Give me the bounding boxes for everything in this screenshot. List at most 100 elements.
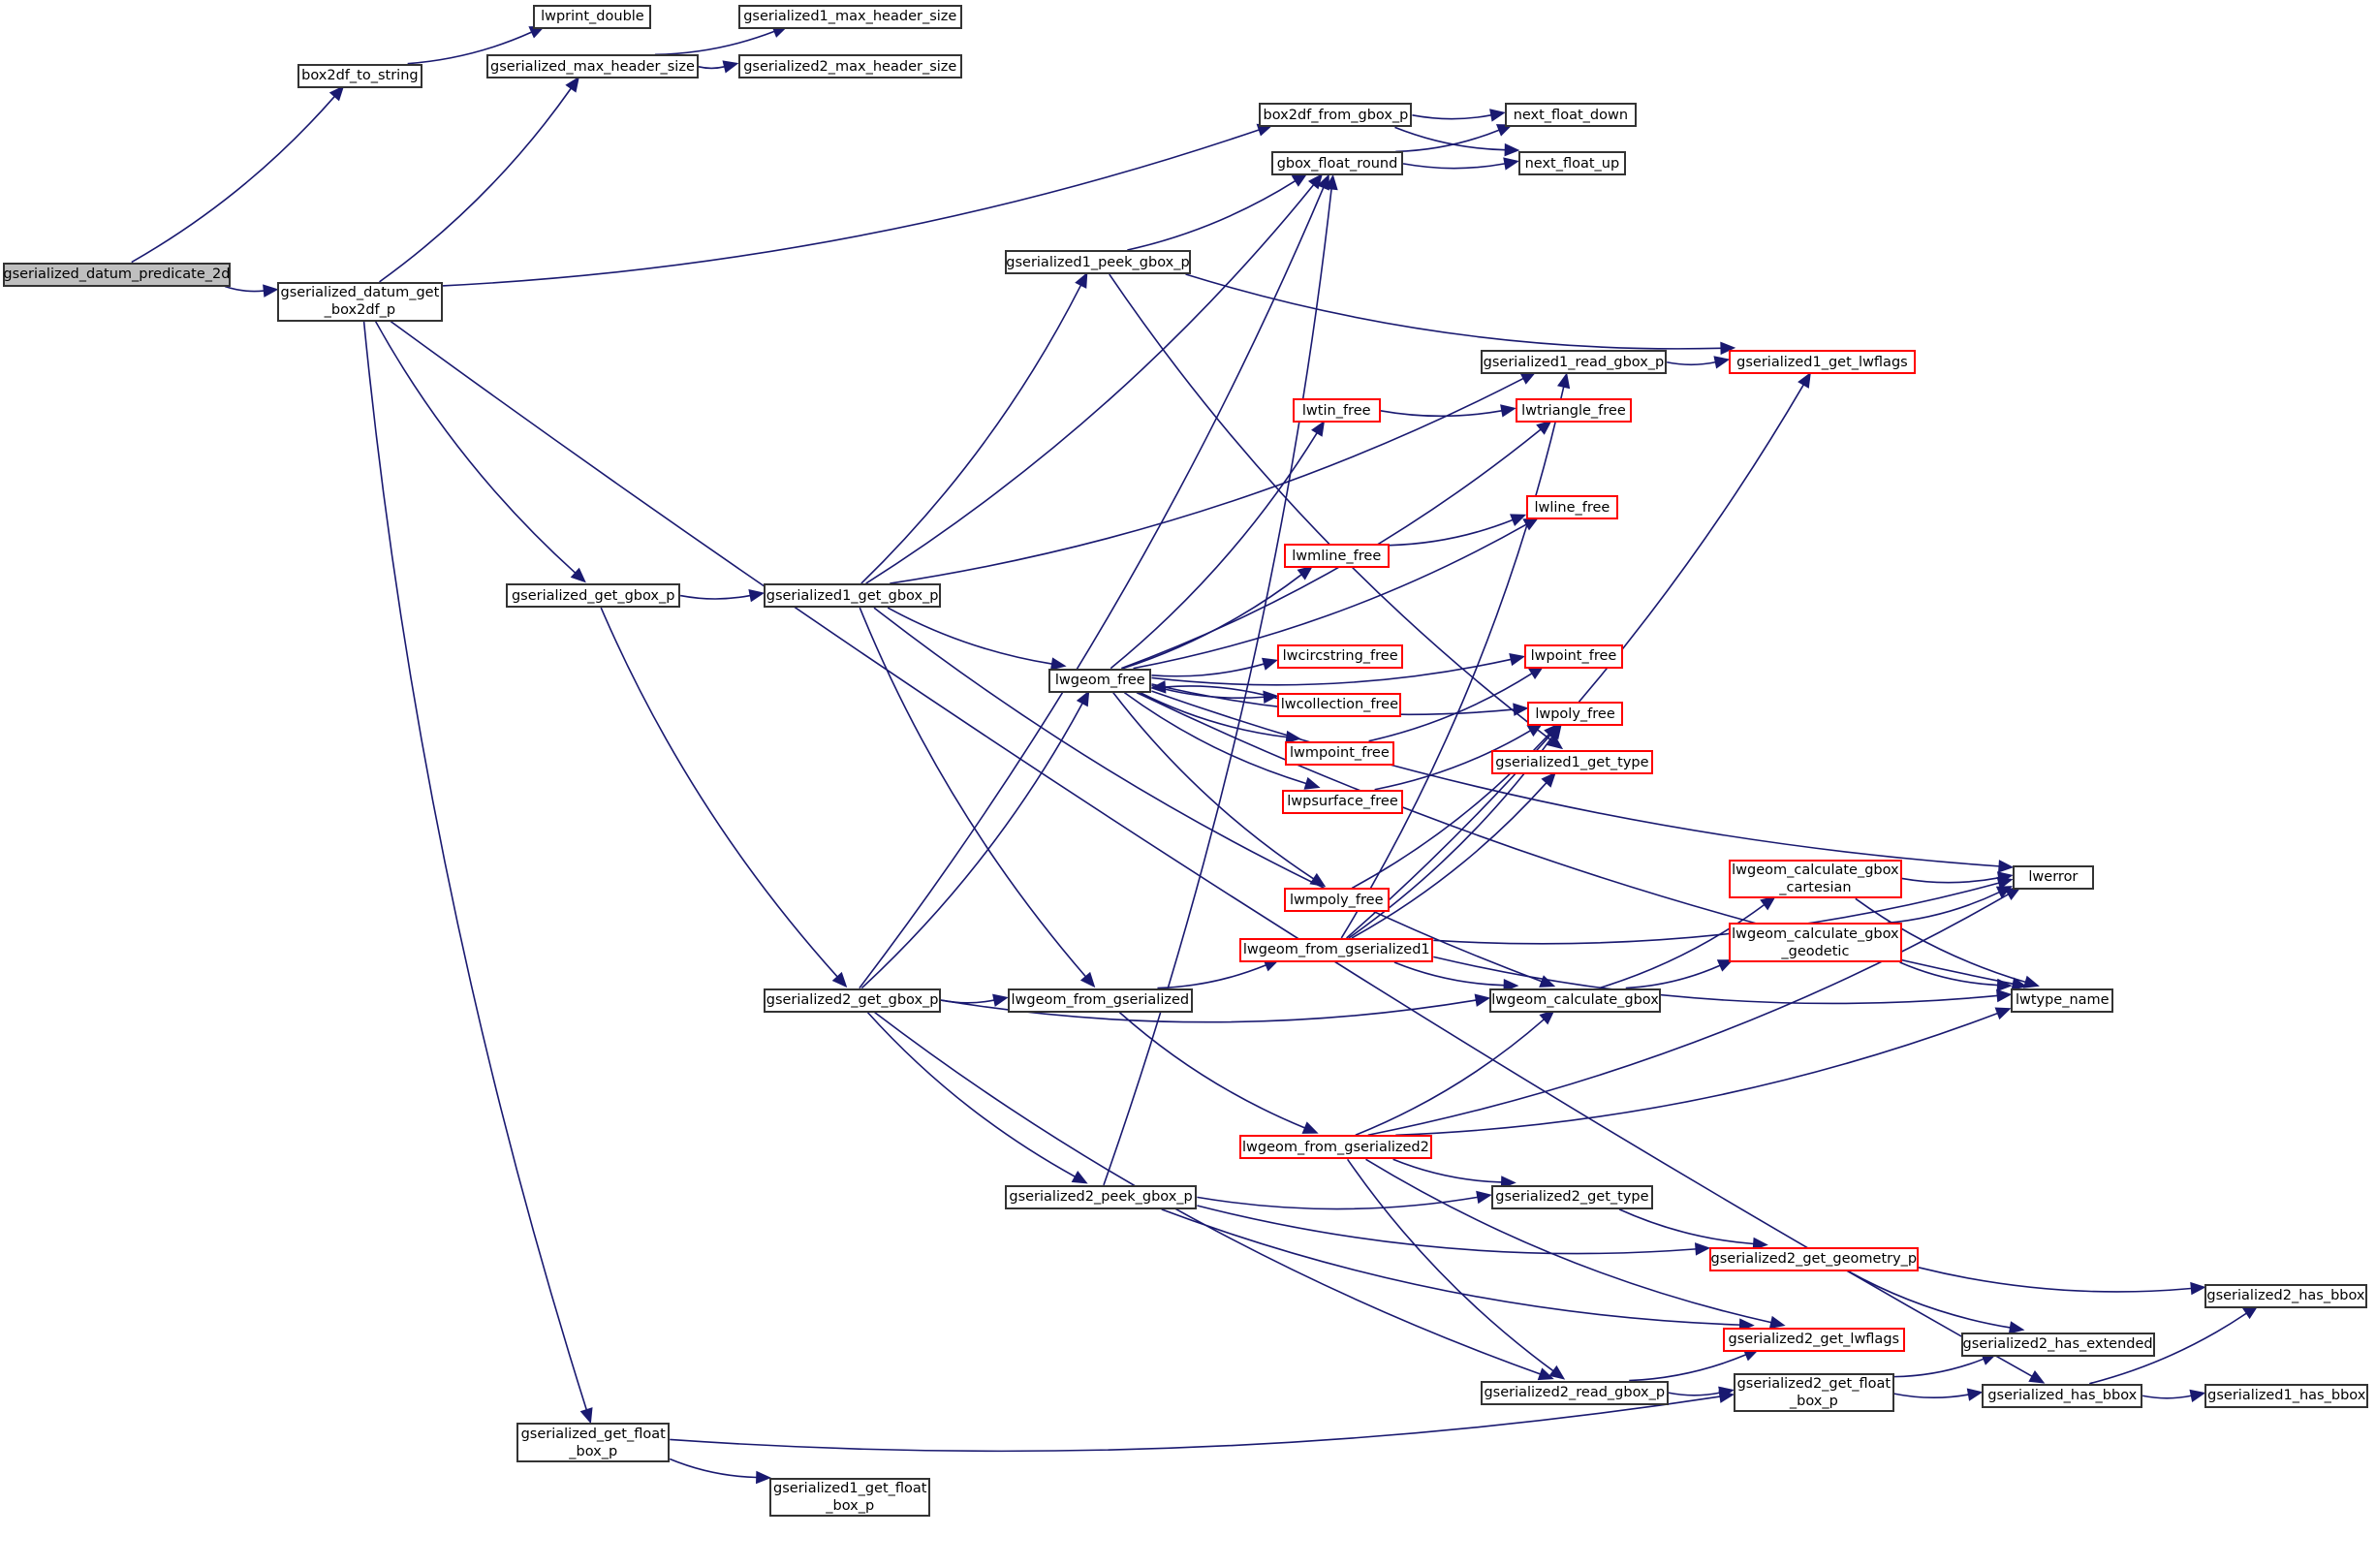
node-lwpsurface-free[interactable]: lwpsurface_free	[1281, 789, 1404, 814]
arrowhead-icon	[1285, 730, 1301, 744]
edge-lwgeom-from-gserialized1-to-gserialized1-get-lwflags	[1346, 384, 1804, 939]
node-gserialized1-has-bbox[interactable]: gserialized1_has_bbox	[2204, 1383, 2369, 1408]
edge-lwmline-free-to-lwline-free	[1389, 518, 1514, 547]
arrowhead-icon	[1548, 1364, 1566, 1380]
node-gserialized2-get-lwflags[interactable]: gserialized2_get_lwflags	[1723, 1327, 1905, 1352]
node-lwline-free[interactable]: lwline_free	[1525, 495, 1619, 520]
node-gserialized2-has-bbox[interactable]: gserialized2_has_bbox	[2204, 1283, 2367, 1308]
edge-lwgeom-from-gserialized1-to-lwgeom-calculate-gbox	[1393, 961, 1505, 987]
node-gserialized2-max-header-size[interactable]: gserialized2_max_header_size	[737, 54, 962, 79]
node-gserialized2-get-geometry-p[interactable]: gserialized2_get_geometry_p	[1708, 1246, 1919, 1271]
node-gserialized1-get-lwflags[interactable]: gserialized1_get_lwflags	[1729, 350, 1916, 375]
arrowhead-icon	[1297, 565, 1314, 580]
node-lwerror[interactable]: lwerror	[2012, 864, 2095, 890]
node-lwtype-name[interactable]: lwtype_name	[2011, 988, 2114, 1013]
node-gserialized2-read-gbox-p[interactable]: gserialized2_read_gbox_p	[1480, 1380, 1669, 1405]
node-lwgeom-calculate-gbox-geodetic[interactable]: lwgeom_calculate_gbox _geodetic	[1729, 923, 1902, 962]
arrowhead-icon	[1718, 1390, 1735, 1403]
edge-lwgeom-from-gserialized1-to-lwerror	[1433, 882, 1999, 945]
edge-gserialized2-get-float-box-p-to-gserialized-has-bbox	[1893, 1393, 1969, 1399]
node-lwgeom-from-gserialized1[interactable]: lwgeom_from_gserialized1	[1239, 937, 1434, 962]
node-gserialized1-get-type[interactable]: gserialized1_get_type	[1490, 750, 1654, 775]
edge-gserialized1-get-gbox-p-to-lwgeom-calculate-gbox	[873, 607, 1543, 983]
node-lwmpoint-free[interactable]: lwmpoint_free	[1285, 740, 1394, 766]
arrowhead-icon	[579, 1407, 593, 1425]
node-lwgeom-calculate-gbox-cartesian[interactable]: lwgeom_calculate_gbox _cartesian	[1729, 859, 1902, 899]
node-gserialized2-get-type[interactable]: gserialized2_get_type	[1490, 1184, 1654, 1209]
arrowhead-icon	[2008, 1321, 2025, 1334]
node-lwgeom-calculate-gbox[interactable]: lwgeom_calculate_gbox	[1489, 988, 1661, 1013]
arrowhead-icon	[1311, 420, 1326, 437]
node-box2df-to-string[interactable]: box2df_to_string	[297, 63, 423, 88]
node-lwgeom-free[interactable]: lwgeom_free	[1048, 668, 1152, 693]
edge-lwgeom-calculate-gbox-to-lwgeom-calculate-gbox-geodetic	[1625, 964, 1721, 989]
edge-lwgeom-from-gserialized2-to-lwtype-name	[1395, 1012, 1998, 1137]
edge-gserialized2-get-gbox-p-to-gserialized2-read-gbox-p	[874, 1011, 1541, 1375]
arrowhead-icon	[1325, 173, 1338, 191]
edge-gserialized1-peek-gbox-p-to-gserialized1-get-type	[1109, 273, 1552, 741]
edge-gserialized2-get-float-box-p-to-gserialized2-has-extended	[1893, 1358, 1985, 1378]
node-lwmpoly-free[interactable]: lwmpoly_free	[1283, 888, 1390, 913]
edge-gserialized2-peek-gbox-p-to-gserialized2-get-geometry-p	[1197, 1205, 1697, 1255]
edge-gserialized2-read-gbox-p-to-gserialized2-get-float-box-p	[1668, 1392, 1721, 1396]
edge-gserialized1-read-gbox-p-to-gserialized1-get-lwflags	[1666, 361, 1716, 366]
node-lwmline-free[interactable]: lwmline_free	[1283, 544, 1390, 569]
node-lwcircstring-free[interactable]: lwcircstring_free	[1277, 643, 1404, 669]
node-gserialized1-peek-gbox-p[interactable]: gserialized1_peek_gbox_p	[1004, 250, 1192, 275]
edge-lwgeom-from-gserialized2-to-gserialized2-get-lwflags	[1365, 1158, 1771, 1324]
edge-lwgeom-from-gserialized1-to-lwtype-name	[1433, 956, 1998, 1005]
arrowhead-icon	[2022, 975, 2040, 988]
arrowhead-icon	[722, 60, 739, 74]
edge-lwcollection-free-to-lwgeom-free	[1165, 685, 1278, 700]
node-gserialized-max-header-size[interactable]: gserialized_max_header_size	[485, 54, 699, 79]
edge-gserialized-datum-get-box2df-p-to-gserialized-get-gbox-p	[374, 321, 577, 574]
edge-gserialized-get-gbox-p-to-gserialized1-get-gbox-p	[679, 594, 751, 600]
arrowhead-icon	[570, 567, 586, 583]
node-lwgeom-from-gserialized2[interactable]: lwgeom_from_gserialized2	[1239, 1135, 1432, 1160]
node-gserialized-get-gbox-p[interactable]: gserialized_get_gbox_p	[506, 583, 681, 609]
edge-gserialized2-peek-gbox-p-to-gbox-float-round	[1103, 188, 1332, 1186]
node-lwcollection-free[interactable]: lwcollection_free	[1277, 692, 1402, 717]
node-lwprint-double[interactable]: lwprint_double	[533, 4, 652, 29]
edge-lwgeom-free-to-lwmpoly-free	[1112, 692, 1314, 880]
edge-lwgeom-from-gserialized-to-lwgeom-from-gserialized1	[1157, 964, 1266, 989]
arrowhead-icon	[1510, 514, 1527, 526]
node-lwtin-free[interactable]: lwtin_free	[1292, 398, 1381, 423]
node-lwgeom-from-gserialized[interactable]: lwgeom_from_gserialized	[1007, 988, 1193, 1013]
arrowhead-icon	[1539, 1009, 1555, 1025]
edge-gserialized2-get-gbox-p-to-gbox-float-round	[859, 187, 1325, 989]
edge-gserialized-max-header-size-to-gserialized2-max-header-size	[698, 66, 725, 70]
node-next-float-down[interactable]: next_float_down	[1504, 103, 1637, 128]
arrowhead-icon	[1509, 652, 1526, 667]
node-gserialized2-get-float-box-p[interactable]: gserialized2_get_float _box_p	[1733, 1372, 1894, 1413]
edge-gserialized-datum-get-box2df-p-to-gserialized-max-header-size	[379, 87, 572, 283]
arrowhead-icon	[1261, 657, 1279, 671]
arrowhead-icon	[1476, 1190, 1492, 1205]
arrowhead-icon	[1150, 680, 1167, 694]
arrowhead-icon	[1996, 988, 2013, 1003]
node-gbox-float-round[interactable]: gbox_float_round	[1271, 151, 1404, 176]
node-box2df-from-gbox-p[interactable]: box2df_from_gbox_p	[1259, 103, 1413, 128]
node-gserialized-get-float-box-p[interactable]: gserialized_get_float _box_p	[516, 1423, 671, 1463]
edge-lwgeom-from-gserialized-to-lwgeom-from-gserialized2	[1118, 1012, 1305, 1129]
edge-lwgeom-free-to-lwpoint-free	[1151, 658, 1512, 686]
node-lwtriangle-free[interactable]: lwtriangle_free	[1515, 398, 1633, 423]
node-gserialized2-get-gbox-p[interactable]: gserialized2_get_gbox_p	[764, 988, 942, 1013]
node-gserialized1-get-float-box-p[interactable]: gserialized1_get_float _box_p	[769, 1477, 931, 1518]
node-lwpoly-free[interactable]: lwpoly_free	[1527, 702, 1623, 727]
arrowhead-icon	[1768, 1315, 1786, 1330]
node-next-float-up[interactable]: next_float_up	[1517, 151, 1626, 176]
node-gserialized1-read-gbox-p[interactable]: gserialized1_read_gbox_p	[1480, 350, 1668, 375]
node-gserialized-datum-get-box2df-p[interactable]: gserialized_datum_get _box2df_p	[277, 281, 443, 322]
node-gserialized2-has-extended[interactable]: gserialized2_has_extended	[1960, 1332, 2155, 1357]
edge-lwgeom-calculate-gbox-geodetic-to-lwerror	[1887, 891, 2000, 925]
edge-lwgeom-free-to-lwmpoint-free	[1140, 691, 1287, 738]
edge-gserialized-datum-get-box2df-p-to-gserialized-get-float-box-p	[362, 321, 588, 1410]
node-gserialized-has-bbox[interactable]: gserialized_has_bbox	[1982, 1383, 2143, 1408]
node-gserialized1-max-header-size[interactable]: gserialized1_max_header_size	[737, 4, 962, 29]
node-gserialized2-peek-gbox-p[interactable]: gserialized2_peek_gbox_p	[1004, 1184, 1198, 1209]
node-lwpoint-free[interactable]: lwpoint_free	[1524, 643, 1623, 669]
edge-gbox-float-round-to-next-float-up	[1402, 163, 1506, 170]
arrowhead-icon	[1539, 975, 1556, 988]
node-gserialized1-get-gbox-p[interactable]: gserialized1_get_gbox_p	[764, 583, 942, 609]
